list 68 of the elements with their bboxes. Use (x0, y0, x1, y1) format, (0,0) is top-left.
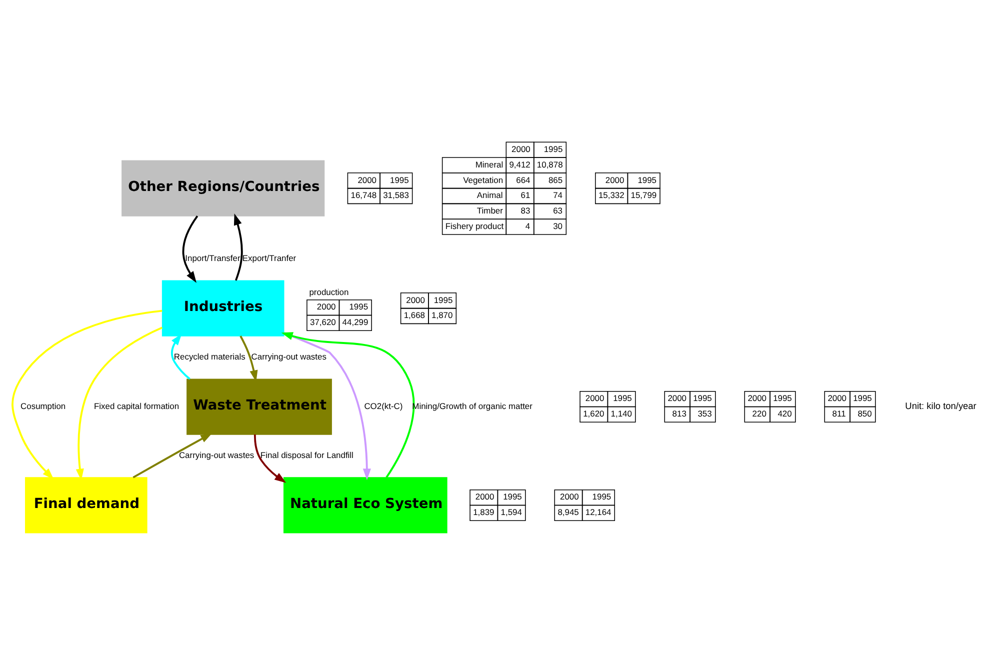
label: 2000 (560, 491, 579, 502)
edge-label: Carrying-out wastes (178, 450, 254, 460)
label: 1995 (613, 392, 632, 403)
label: 83 (520, 205, 530, 216)
label: 4 (525, 220, 530, 230)
label: Mineral (475, 158, 504, 169)
label: 811 (832, 408, 846, 418)
label: 61 (520, 190, 530, 200)
label: 63 (553, 205, 562, 216)
label: 44,299 (342, 316, 368, 327)
label: 2000 (605, 174, 624, 184)
label: 1995 (638, 174, 657, 184)
label: 37,620 (310, 316, 336, 327)
label: 420 (778, 408, 792, 418)
edge-label: Recycled materials (174, 351, 246, 362)
label: 9,412 (509, 158, 530, 169)
label: production (309, 286, 349, 297)
label: 8,945 (558, 506, 579, 517)
label: 1,839 (473, 506, 494, 517)
label: 2000 (475, 491, 494, 502)
label: 2000 (828, 392, 847, 403)
label: 74 (553, 190, 562, 200)
label: 1995 (592, 491, 612, 502)
label: 2000 (585, 392, 604, 403)
label: 1995 (434, 294, 453, 304)
label: 1,620 (583, 408, 604, 418)
label: 865 (548, 174, 563, 184)
label: 2000 (316, 301, 336, 312)
edge-label: Final disposal for Landfill (260, 450, 354, 460)
label: Vegetation (463, 174, 504, 184)
label: 1995 (544, 144, 563, 154)
label: 15,799 (630, 190, 657, 200)
edge-label: Inport/Transfer (185, 252, 240, 263)
edge-label: CO2(kt-C) (364, 400, 403, 410)
label: Animal (476, 190, 503, 200)
edge-label: Carrying-out wastes (251, 351, 326, 362)
label: 12,164 (585, 506, 612, 517)
label: 1,140 (610, 408, 632, 418)
label: 1,668 (404, 310, 426, 320)
label: 220 (752, 408, 766, 418)
label: 1995 (853, 392, 872, 403)
edge-label: Export/Tranfer (242, 252, 296, 263)
label: 2000 (406, 294, 425, 304)
label: 1995 (349, 301, 368, 312)
label: Timber (476, 205, 503, 216)
label: 1,870 (432, 310, 453, 320)
label: 1995 (390, 174, 409, 184)
label: 2000 (668, 392, 687, 403)
label: 16,748 (350, 190, 377, 200)
label: 1995 (503, 491, 522, 502)
label: 2000 (748, 392, 767, 403)
label: 31,583 (383, 190, 409, 200)
edge-label: Fixed capital formation (94, 400, 180, 410)
label: 664 (516, 174, 530, 184)
label: 850 (858, 408, 872, 418)
label: 10,878 (536, 158, 563, 169)
label: Unit: kilo ton/year (905, 400, 976, 411)
label: 813 (672, 408, 686, 418)
edge-label: Cosumption (20, 400, 66, 410)
label: Fishery product (445, 220, 504, 230)
label: 1995 (773, 392, 792, 403)
label: 15,332 (598, 190, 624, 200)
label: 2000 (358, 174, 377, 184)
label: 30 (553, 220, 562, 230)
label: 353 (698, 408, 712, 418)
label: 2000 (512, 144, 530, 154)
label: 1,594 (500, 506, 522, 517)
label: 1995 (693, 392, 712, 403)
